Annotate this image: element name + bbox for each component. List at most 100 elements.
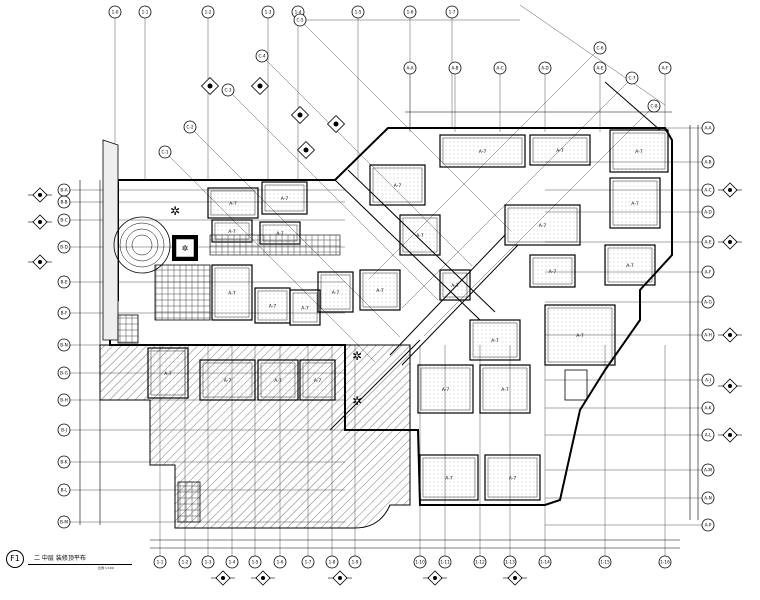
- grid-bubble-bottom: 1-14: [538, 555, 552, 569]
- svg-text:1-6: 1-6: [407, 10, 414, 15]
- grid-bubble-left: B-N: [57, 338, 71, 352]
- building-outline: [109, 127, 673, 506]
- elevation-marker: [328, 570, 352, 586]
- ceiling-diamond-symbol: [326, 114, 346, 134]
- diagonal-bands: [329, 81, 661, 431]
- ceiling-diamond-symbol: [200, 76, 220, 96]
- svg-text:B-N: B-N: [60, 343, 68, 348]
- svg-text:A-E: A-E: [597, 66, 604, 71]
- grid-bubble-right: A-B: [701, 155, 715, 169]
- svg-text:A-M: A-M: [704, 468, 712, 473]
- dimension-lines: [79, 111, 699, 549]
- svg-text:A-G: A-G: [704, 300, 712, 305]
- svg-text:B-J: B-J: [61, 428, 67, 433]
- svg-text:1-12: 1-12: [475, 560, 485, 565]
- room: [504, 204, 581, 246]
- grid-bubble-top-right: A-C: [493, 61, 507, 75]
- grid-bubble-top-right: A-E: [593, 61, 607, 75]
- grid-bubble-diagonal: C-1: [158, 145, 172, 159]
- grid-bubble-right: A-P: [701, 518, 715, 532]
- svg-text:A-C: A-C: [496, 66, 503, 71]
- grid-bubble-right: A-N: [701, 491, 715, 505]
- room-tag: A-7: [301, 306, 309, 312]
- elevation-marker: [28, 214, 52, 230]
- svg-text:1-3: 1-3: [205, 560, 212, 565]
- grid-bubble-right: A-E: [701, 235, 715, 249]
- grid-bubble-diagonal: C-8: [647, 99, 661, 113]
- room: [261, 181, 308, 215]
- svg-text:1-10: 1-10: [415, 560, 425, 565]
- grid-bubble-bottom: 1-2: [178, 555, 192, 569]
- svg-text:1-7: 1-7: [305, 560, 312, 565]
- svg-text:B-E: B-E: [60, 280, 67, 285]
- room: [299, 359, 336, 401]
- svg-text:1-8: 1-8: [329, 560, 336, 565]
- svg-text:B-K: B-K: [60, 460, 67, 465]
- svg-text:A-D: A-D: [541, 66, 549, 71]
- grid-bubble-top: 1-1: [138, 5, 152, 19]
- grid-bubble-right: A-L: [701, 428, 715, 442]
- grid-bubble-diagonal: C-7: [625, 71, 639, 85]
- room-tag: A-7: [164, 371, 172, 377]
- grid-bubble-top: 1-0: [108, 5, 122, 19]
- svg-text:1-11: 1-11: [440, 560, 450, 565]
- room-tag: A-7: [228, 291, 236, 297]
- svg-text:B-B: B-B: [60, 200, 67, 205]
- grid-bubble-bottom: 1-6: [273, 555, 287, 569]
- room-tag: A-7: [274, 378, 282, 384]
- room-tag: A-7: [332, 290, 340, 296]
- rooms: [147, 129, 669, 501]
- svg-text:1-9: 1-9: [352, 560, 359, 565]
- grid-bubble-right: A-F: [701, 265, 715, 279]
- svg-text:C-8: C-8: [650, 104, 657, 109]
- room: [211, 264, 253, 321]
- grid-bubble-bottom: 1-10: [413, 555, 427, 569]
- room-tag: A-7: [229, 201, 237, 207]
- room: [419, 454, 479, 501]
- elevation-marker: [423, 570, 447, 586]
- svg-text:1-7: 1-7: [449, 10, 456, 15]
- room-tag: A-7: [451, 283, 459, 289]
- svg-text:1-4: 1-4: [229, 560, 236, 565]
- elevation-marker: [251, 570, 275, 586]
- svg-text:A-P: A-P: [705, 523, 712, 528]
- grid-bubble-left: B-L: [57, 483, 71, 497]
- svg-text:B-M: B-M: [60, 520, 68, 525]
- svg-text:A-D: A-D: [704, 210, 712, 215]
- svg-text:C-6: C-6: [596, 46, 603, 51]
- grid-bubble-top: 1-3: [261, 5, 275, 19]
- svg-text:B-L: B-L: [61, 488, 68, 493]
- elevation-marker: [718, 327, 742, 343]
- svg-text:A-K: A-K: [704, 406, 711, 411]
- tree-symbol: ✲: [352, 394, 362, 408]
- room: [484, 454, 541, 501]
- grid-bubble-bottom: 1-15: [598, 555, 612, 569]
- svg-text:A-C: A-C: [704, 188, 711, 193]
- room-tag: A-7: [442, 387, 450, 393]
- room: [369, 164, 426, 206]
- room: [529, 254, 576, 288]
- svg-text:A-A: A-A: [406, 66, 413, 71]
- grid-bubble-left: B-A: [57, 183, 71, 197]
- grid-bubble-top-right: A-F: [658, 61, 672, 75]
- room-tag: A-7: [394, 183, 402, 189]
- room-tag: A-7: [269, 304, 277, 310]
- room-tag: A-7: [549, 269, 557, 275]
- room: [609, 129, 669, 173]
- svg-text:1-0: 1-0: [112, 10, 119, 15]
- grid-bubble-left: B-G: [57, 366, 71, 380]
- left-glazing: [102, 139, 119, 341]
- svg-text:A-N: A-N: [704, 496, 711, 501]
- room-tag: A-7: [276, 231, 284, 237]
- room-tag: A-7: [281, 196, 289, 202]
- room: [529, 134, 591, 166]
- grid-bubble-top-right: A-B: [448, 61, 462, 75]
- grid-bubble-top: 1-7: [445, 5, 459, 19]
- view-mark: F1: [6, 550, 24, 568]
- svg-text:B-G: B-G: [60, 371, 68, 376]
- room-tag: A-7: [501, 387, 509, 393]
- room: [417, 364, 474, 414]
- svg-text:C-7: C-7: [628, 76, 635, 81]
- svg-text:1-5: 1-5: [252, 560, 259, 565]
